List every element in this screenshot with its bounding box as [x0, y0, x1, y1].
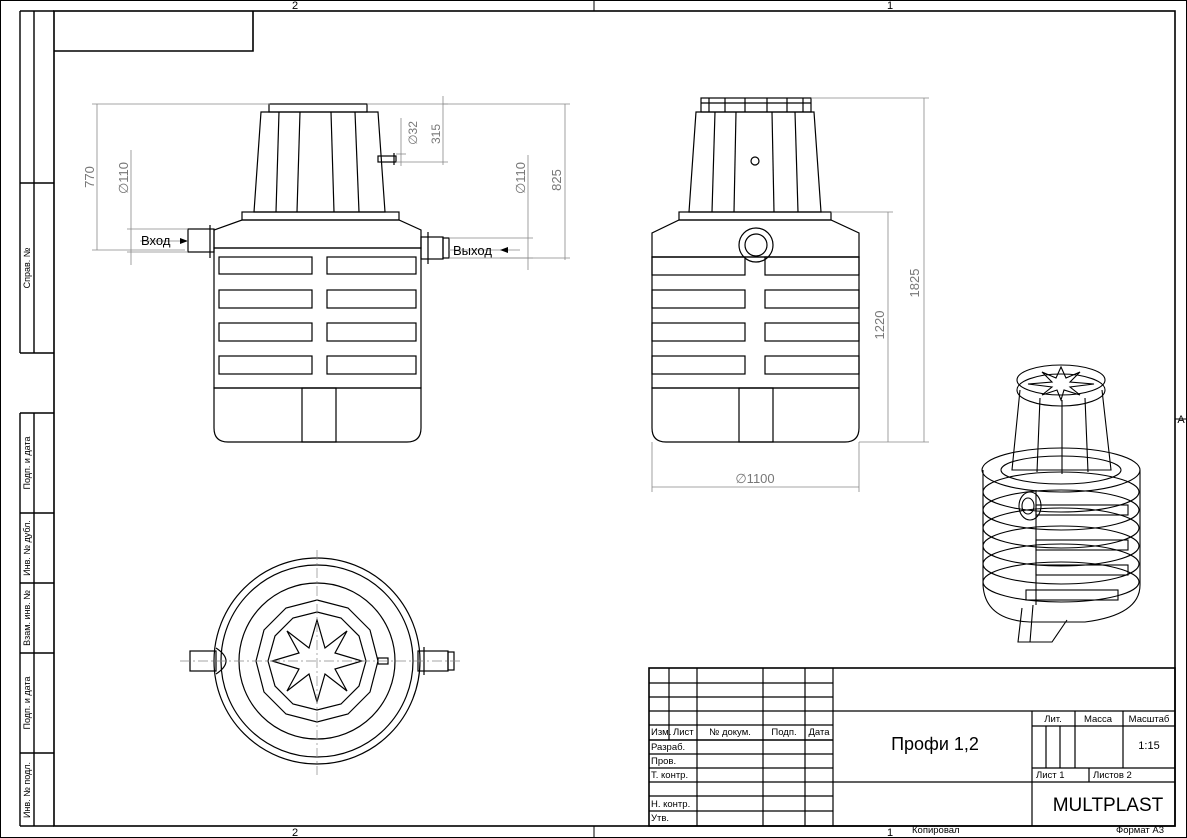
- header-massa: Масса: [1084, 714, 1113, 725]
- dim-d32: ∅32: [406, 121, 420, 145]
- zone-mark-top-left: 2: [292, 0, 298, 12]
- side-view-dimensions: [651, 97, 929, 492]
- top-view-centerlines: [180, 550, 460, 775]
- footer-format: Формат А3: [1116, 825, 1164, 836]
- dim-d110-inlet: ∅110: [116, 162, 131, 194]
- strip-label-podp-data-2: Подп. и дата: [22, 676, 32, 729]
- dim-1825: 1825: [907, 269, 922, 298]
- sheet-number: Лист 1: [1036, 770, 1065, 781]
- dim-1220: 1220: [872, 311, 887, 340]
- header-lit: Лит.: [1044, 714, 1061, 725]
- front-view-dimensions: [92, 96, 570, 270]
- isometric-view-tank: [981, 364, 1141, 643]
- col-data: Дата: [808, 727, 830, 738]
- row-prov: Пров.: [651, 756, 676, 767]
- col-list: Лист: [673, 727, 694, 738]
- strip-label-podp-data-1: Подп. и дата: [22, 436, 32, 489]
- zone-mark-bottom-left: 2: [292, 827, 298, 838]
- left-strip: [19, 10, 54, 827]
- dim-770: 770: [82, 166, 97, 188]
- strip-label-inv-dubl: Инв. № дубл.: [22, 520, 32, 576]
- strip-label-inv-podl: Инв. № подл.: [22, 762, 32, 818]
- col-dokum: № докум.: [709, 727, 751, 738]
- title-block-text: Изм. Лист № докум. Подп. Дата Разраб. Пр…: [651, 714, 1170, 824]
- col-izm: Изм.: [651, 727, 671, 738]
- scale-value: 1:15: [1138, 740, 1159, 752]
- dim-315: 315: [429, 124, 443, 144]
- header-masshtab: Масштаб: [1129, 714, 1170, 725]
- strip-label-sprav: Справ. №: [22, 247, 32, 288]
- sheets-total: Листов 2: [1093, 770, 1132, 781]
- row-nkontr: Н. контр.: [651, 799, 690, 810]
- dim-825: 825: [549, 169, 564, 191]
- side-view-dim-labels: 1825 1220 ∅1100: [735, 269, 922, 486]
- inlet-label: Вход: [141, 233, 171, 248]
- dim-d110-outlet: ∅110: [513, 162, 528, 194]
- front-view-tank: [187, 103, 450, 443]
- side-view-tank: [651, 97, 860, 443]
- front-view-dim-labels: 770 ∅110 ∅32 315 ∅110 825: [82, 121, 564, 194]
- zone-mark-bottom-right: 1: [887, 827, 893, 838]
- strip-label-vzam-inv: Взам. инв. №: [22, 590, 32, 646]
- front-view-arrowheads: [180, 238, 508, 253]
- title-block-grid: [648, 667, 1176, 827]
- row-razrab: Разраб.: [651, 742, 685, 753]
- drawing-title: Профи 1,2: [891, 734, 979, 754]
- row-tkontr: Т. контр.: [651, 770, 688, 781]
- zone-mark-right: A: [1177, 414, 1185, 426]
- row-utv: Утв.: [651, 813, 669, 824]
- outlet-label: Выход: [453, 243, 492, 258]
- footer-kopiroval: Копировал: [912, 825, 960, 836]
- col-podp: Подп.: [771, 727, 796, 738]
- zone-mark-top-right: 1: [887, 0, 893, 12]
- company-name: MULTPLAST: [1053, 795, 1164, 816]
- dim-d1100: ∅1100: [735, 471, 774, 486]
